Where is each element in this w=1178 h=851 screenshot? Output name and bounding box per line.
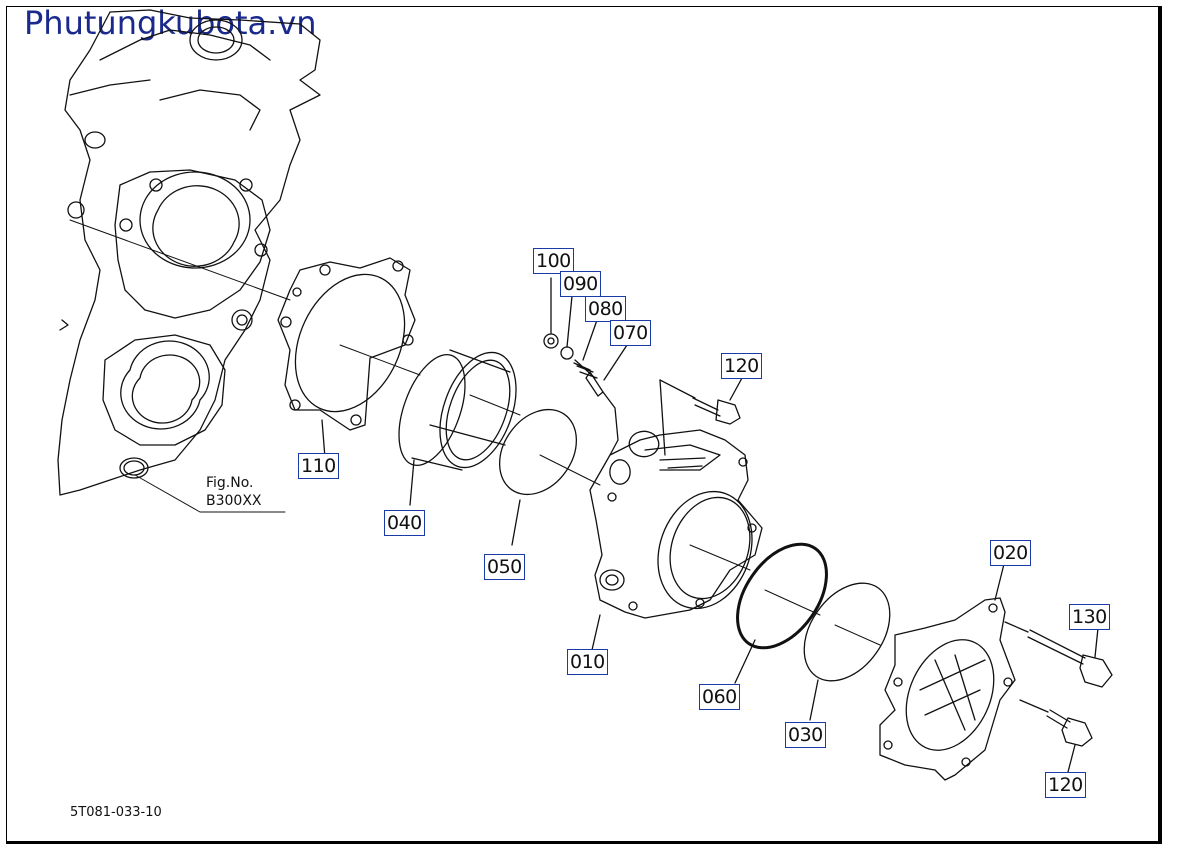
part-130-bolt-long: [1004, 621, 1113, 688]
figure-reference: Fig.No. B300XX: [206, 474, 262, 510]
part-020-cover: [879, 559, 1016, 781]
part-040-sleeve: [398, 349, 517, 506]
part-010-housing: [589, 379, 763, 651]
figure-ref-number[interactable]: B300XX: [206, 493, 262, 509]
part-030-oring: [803, 582, 891, 721]
callout-030[interactable]: 030: [785, 722, 826, 748]
callout-110[interactable]: 110: [298, 453, 339, 479]
callout-120-lower[interactable]: 120: [1045, 772, 1086, 798]
valve-parts: [543, 277, 628, 456]
callout-090[interactable]: 090: [560, 271, 601, 297]
figure-ref-label: Fig.No.: [206, 475, 254, 491]
callout-050[interactable]: 050: [484, 554, 525, 580]
part-060-oring: [734, 542, 828, 684]
drawing-frame: [6, 6, 1162, 844]
part-120-bolt-upper: [659, 377, 743, 425]
part-050-oring: [498, 408, 578, 546]
drawing-code: 5T081-033-10: [70, 805, 162, 820]
assembly-axis: [69, 219, 881, 646]
callout-060[interactable]: 060: [699, 684, 740, 710]
callout-100[interactable]: 100: [533, 248, 574, 274]
part-120-bolt-lower: [1019, 699, 1093, 773]
transmission-case: [57, 9, 321, 496]
callout-070[interactable]: 070: [610, 320, 651, 346]
part-110-gasket: [277, 257, 416, 459]
site-watermark: Phutungkubota.vn: [24, 4, 317, 42]
callout-010[interactable]: 010: [567, 649, 608, 675]
callout-020[interactable]: 020: [990, 540, 1031, 566]
callout-080[interactable]: 080: [585, 296, 626, 322]
callout-130[interactable]: 130: [1069, 604, 1110, 630]
callout-040[interactable]: 040: [384, 510, 425, 536]
callout-120-upper[interactable]: 120: [721, 353, 762, 379]
